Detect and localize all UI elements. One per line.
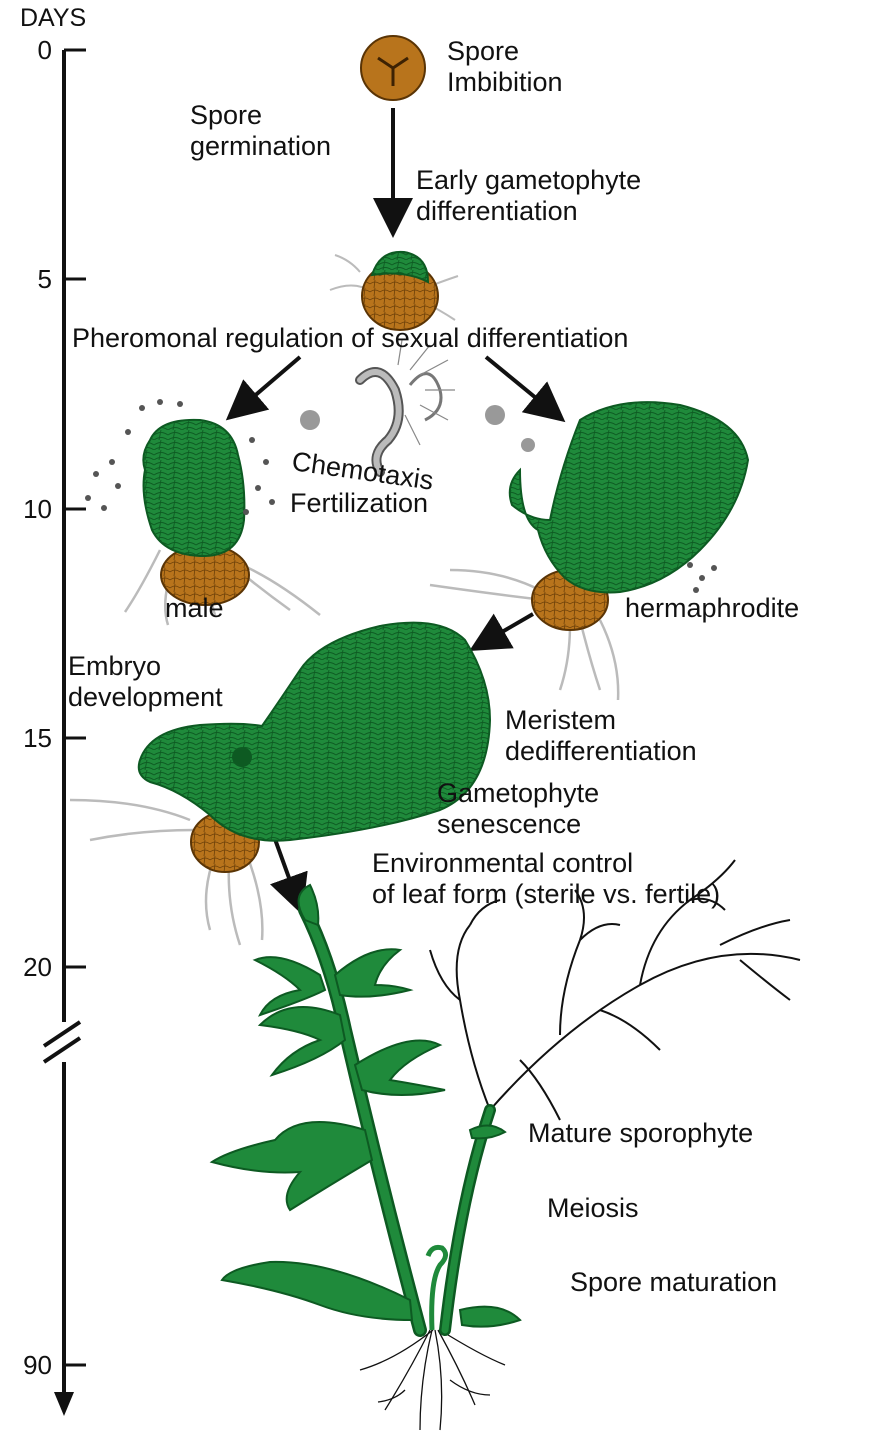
hermaphrodite-gametophyte-illustration (430, 402, 748, 700)
tick-label-5: 5 (4, 264, 52, 295)
axis-arrowhead (54, 1392, 74, 1416)
tick-label-20: 20 (4, 952, 52, 983)
label-spore-imbibition: Spore Imbibition (447, 36, 563, 98)
arrow-to-hermaphrodite (486, 357, 553, 412)
tick-label-0: 0 (4, 35, 52, 66)
tick-label-15: 15 (4, 723, 52, 754)
label-gametophyte-senescence: Gametophyte senescence (437, 778, 599, 840)
early-gametophyte-illustration (330, 252, 458, 330)
tick-label-90: 90 (4, 1350, 52, 1381)
label-embryo-development: Embryo development (68, 651, 223, 713)
label-early-gametophyte: Early gametophyte differentiation (416, 165, 641, 227)
label-spore-germination: Spore germination (190, 100, 331, 162)
arrow-to-embryo (483, 614, 533, 643)
spore-illustration (361, 36, 425, 100)
label-hermaphrodite: hermaphrodite (625, 593, 799, 624)
label-environmental-control: Environmental control of leaf form (ster… (372, 848, 720, 910)
label-pheromonal-regulation: Pheromonal regulation of sexual differen… (72, 323, 628, 354)
tick-label-10: 10 (4, 494, 52, 525)
label-meiosis: Meiosis (547, 1193, 639, 1224)
arrow-to-male (238, 357, 300, 410)
axis-unit-label: DAYS (20, 4, 86, 33)
male-gametophyte-illustration (85, 399, 320, 625)
label-spore-maturation: Spore maturation (570, 1267, 777, 1298)
label-meristem-dedifferentiation: Meristem dedifferentiation (505, 705, 697, 767)
label-mature-sporophyte: Mature sporophyte (528, 1118, 753, 1149)
label-male: male (165, 593, 224, 624)
label-fertilization: Fertilization (290, 488, 428, 519)
